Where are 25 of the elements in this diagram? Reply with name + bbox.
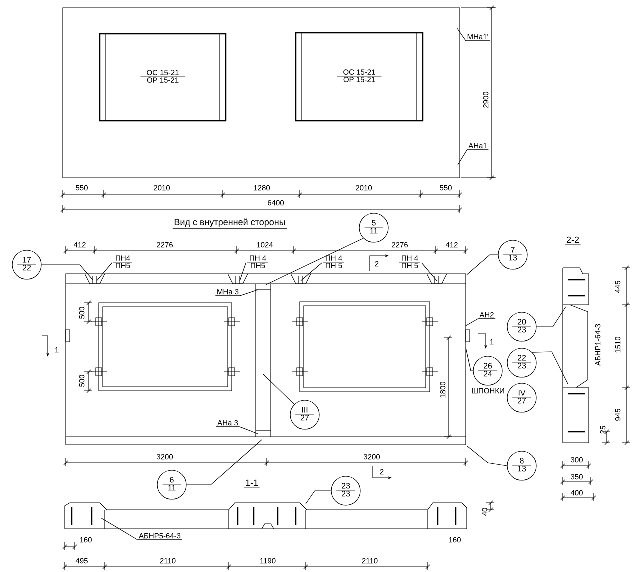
leader-line bbox=[100, 518, 138, 540]
leader-line bbox=[466, 254, 498, 276]
leader-line bbox=[532, 352, 568, 384]
leader-line bbox=[466, 446, 508, 466]
section-drawing bbox=[64, 502, 468, 530]
callout-bubble: 20 23 bbox=[507, 312, 537, 342]
callout-bubble: 23 23 bbox=[331, 476, 361, 506]
callout-bubble: 17 22 bbox=[12, 250, 42, 280]
callout-bubble: IV 27 bbox=[507, 383, 537, 413]
section-title: 2-2 bbox=[564, 236, 582, 245]
leader-line bbox=[306, 490, 332, 504]
callout-bubble: 22 23 bbox=[507, 348, 537, 378]
callout-bubble: 5 11 bbox=[359, 213, 389, 243]
callout-bubble: 26 24 bbox=[473, 356, 503, 386]
leader-line bbox=[536, 306, 566, 328]
section-title: 1-1 bbox=[244, 480, 260, 488]
view-title: Вид с внутренней стороны bbox=[172, 218, 288, 229]
leader-line bbox=[186, 440, 262, 486]
leader-line bbox=[456, 28, 466, 42]
leader-line bbox=[266, 238, 364, 286]
callout-bubble: 6 11 bbox=[157, 470, 187, 500]
callout-bubble: 7 13 bbox=[498, 240, 528, 270]
callout-bubble: 8 13 bbox=[507, 451, 537, 481]
leader-line bbox=[42, 264, 94, 280]
leader-line bbox=[458, 150, 468, 166]
